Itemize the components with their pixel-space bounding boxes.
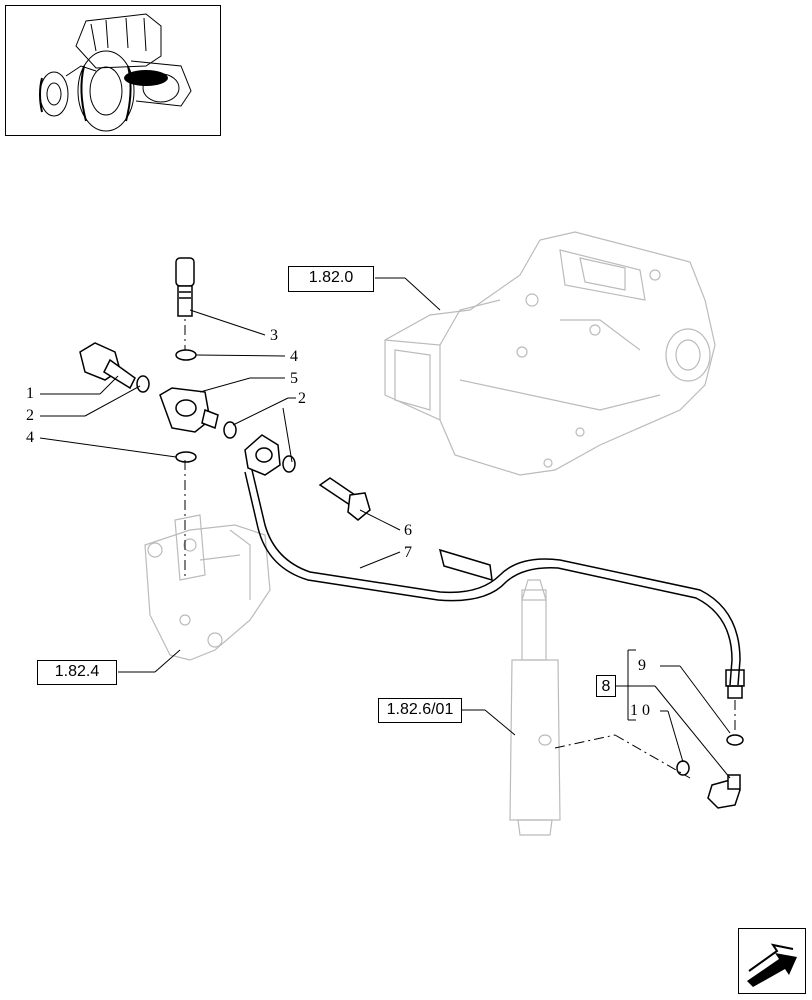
banjo-fitting-5 [159, 387, 219, 433]
leader-lines [39, 277, 731, 779]
elbow-fitting [707, 774, 741, 809]
callout-6: 6 [404, 522, 412, 539]
callout-4-right: 4 [290, 348, 298, 365]
reference-box-housing[interactable]: 1.82.0 [288, 266, 374, 292]
callout-2-left: 2 [26, 407, 34, 424]
next-page-arrow-icon[interactable] [738, 928, 806, 994]
housing-ghost [384, 231, 716, 476]
tube-banjo [244, 434, 281, 476]
callout-7: 7 [404, 544, 412, 561]
banjo-bolt-6 [318, 477, 371, 521]
reference-box-valve[interactable]: 1.82.4 [37, 660, 117, 685]
tractor-thumbnail-icon [5, 5, 221, 136]
valve-block-ghost [144, 514, 271, 661]
lift-cylinder-ghost [509, 579, 561, 836]
callout-1: 1 [26, 385, 34, 402]
reference-box-cylinder[interactable]: 1.82.6/01 [378, 698, 462, 723]
callout-9: 9 [638, 657, 646, 674]
screw-3 [175, 257, 195, 317]
bolt-1 [79, 342, 136, 390]
callout-3: 3 [270, 327, 278, 344]
hydraulic-tube [244, 469, 745, 699]
reference-box-group: 8 [596, 675, 616, 697]
callout-5: 5 [290, 370, 298, 387]
callout-2-right: 2 [298, 390, 306, 407]
callout-10: 1 0 [630, 702, 650, 719]
callout-4-left: 4 [26, 429, 34, 446]
